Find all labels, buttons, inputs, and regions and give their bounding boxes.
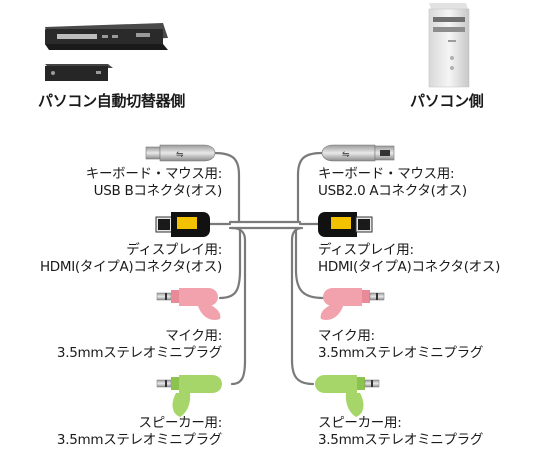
left-mic-label: マイク用:3.5mmステレオミニプラグ [56,328,222,361]
usb-a-plug-icon: ⇋ [321,144,395,162]
audio-mini-plug-icon-speaker-left [156,375,222,417]
audio-mini-plug-icon-mic-left [156,288,221,320]
right-hdmi-label: ディスプレイ用:HDMI(タイプA)コネクタ(オス) [318,242,501,275]
kvm-switch-icon [45,23,168,50]
left-speaker-label: スピーカー用:3.5mmステレオミニプラグ [56,415,222,448]
pc-tower-icon [428,3,470,88]
usb-b-plug-icon: ⇋ [145,144,216,162]
hdmi-plug-icon-left [155,212,210,237]
hdmi-plug-icon-right [318,212,373,237]
left-usb-label: キーボード・マウス用:USB Bコネクタ(オス) [85,166,223,199]
right-usb-label: キーボード・マウス用:USB2.0 Aコネクタ(オス) [318,166,467,199]
kvm-side-heading: パソコン自動切替器側 [38,92,186,110]
pc-side-heading: パソコン側 [410,92,484,110]
cable-bundle [208,151,325,386]
left-hdmi-label: ディスプレイ用:HDMI(タイプA)コネクタ(オス) [39,242,222,275]
right-mic-label: マイク用:3.5mmステレオミニプラグ [318,328,484,361]
svg-text:⇋: ⇋ [342,150,350,160]
svg-text:⇋: ⇋ [176,150,184,160]
audio-mini-plug-icon-speaker-right [315,375,380,417]
audio-mini-plug-icon-mic-right [320,288,385,320]
right-speaker-label: スピーカー用:3.5mmステレオミニプラグ [318,415,484,448]
console-unit-icon [45,64,113,81]
